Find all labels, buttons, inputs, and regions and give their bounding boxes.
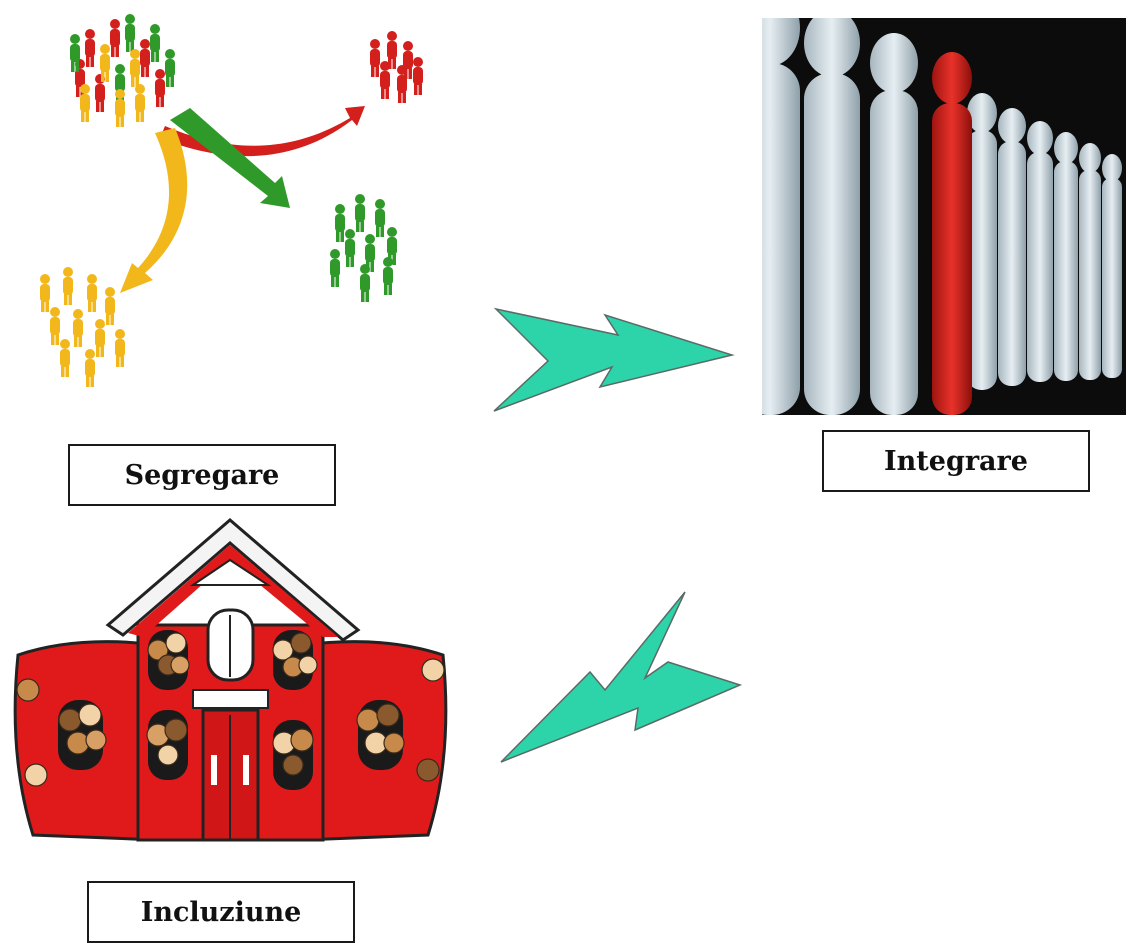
mixed-group <box>70 14 175 127</box>
highlighted-figure <box>932 52 972 415</box>
inclusion-illustration <box>8 515 453 860</box>
arrow-right-icon <box>490 305 740 415</box>
integration-label: Integrare <box>822 430 1090 492</box>
green-group <box>330 194 397 302</box>
figure-row <box>762 18 1122 415</box>
segregation-illustration <box>20 8 460 398</box>
red-group <box>370 31 423 103</box>
segregation-label: Segregare <box>68 444 336 506</box>
inclusion-label: Incluziune <box>87 881 355 943</box>
schoolhouse <box>13 518 448 842</box>
integration-illustration <box>762 18 1126 415</box>
children-faces <box>16 632 445 787</box>
arrow-down-left-icon <box>495 590 745 765</box>
yellow-group <box>40 267 125 387</box>
split-arrows <box>120 106 365 293</box>
